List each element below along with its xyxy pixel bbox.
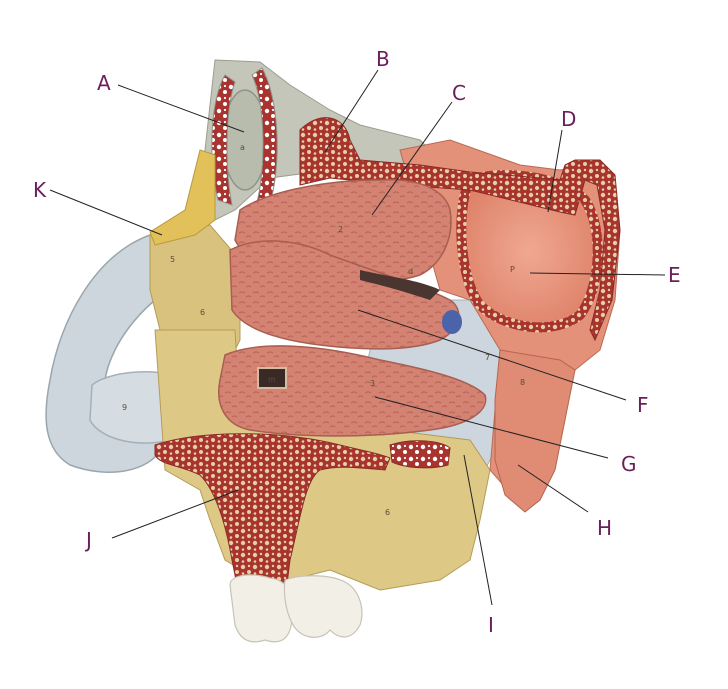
label-J: J bbox=[84, 528, 92, 552]
label-E: E bbox=[668, 263, 681, 287]
leader-A bbox=[117, 84, 245, 133]
mark-m: m bbox=[268, 375, 276, 384]
mark-7: 7 bbox=[485, 353, 490, 362]
label-G: G bbox=[621, 452, 637, 476]
leader-H bbox=[517, 464, 589, 513]
mark-5: 5 bbox=[170, 255, 175, 264]
leader-I bbox=[463, 454, 493, 606]
frontal-sinus-wall bbox=[211, 74, 236, 206]
tooth-2 bbox=[283, 575, 363, 638]
label-A: A bbox=[97, 71, 111, 95]
label-D: D bbox=[561, 107, 576, 131]
label-I: I bbox=[488, 613, 494, 637]
mark-p: P bbox=[510, 265, 515, 274]
mark-8: 8 bbox=[520, 378, 525, 387]
leader-F bbox=[357, 309, 627, 401]
leader-D bbox=[547, 129, 563, 213]
label-B: B bbox=[376, 47, 390, 71]
tooth-1 bbox=[229, 574, 294, 643]
label-H: H bbox=[597, 516, 612, 540]
label-C: C bbox=[452, 81, 466, 105]
nasal-bone-yellow bbox=[149, 149, 216, 246]
mark-d: d bbox=[408, 267, 413, 276]
mark-2: 2 bbox=[338, 225, 343, 234]
leader-G bbox=[374, 396, 609, 459]
leader-E bbox=[529, 272, 666, 276]
mark-9: 9 bbox=[122, 403, 127, 412]
mark-6-lower: 6 bbox=[385, 508, 390, 517]
mark-a: a bbox=[240, 143, 245, 152]
leader-K bbox=[49, 189, 163, 236]
pterygoid-plate bbox=[494, 349, 576, 513]
ethmoid-spongy-top bbox=[299, 117, 621, 342]
vomer-spongy bbox=[389, 440, 451, 469]
palate-spongy bbox=[154, 433, 391, 601]
inferior-turbinate-opening bbox=[257, 367, 287, 389]
leader-C bbox=[371, 101, 453, 216]
label-F: F bbox=[637, 393, 649, 417]
label-K: K bbox=[33, 178, 47, 202]
mark-3: 3 bbox=[370, 379, 375, 388]
leader-J bbox=[111, 489, 239, 539]
meatus-dark bbox=[360, 270, 440, 300]
mark-6-upper: 6 bbox=[200, 308, 205, 317]
leader-B bbox=[324, 69, 379, 153]
sinus-opening bbox=[442, 310, 462, 334]
